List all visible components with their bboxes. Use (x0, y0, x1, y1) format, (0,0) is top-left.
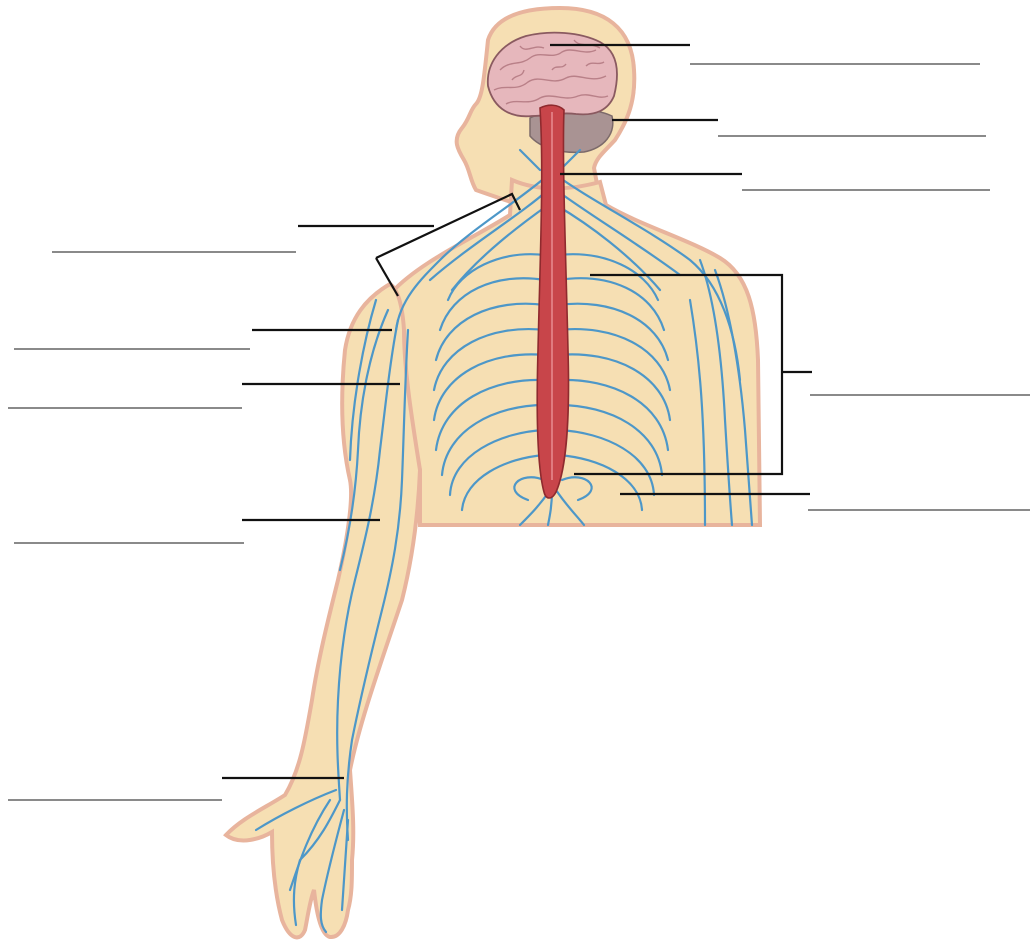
arm (226, 284, 420, 937)
body-silhouette (226, 8, 760, 937)
spinal-cord (537, 105, 568, 498)
